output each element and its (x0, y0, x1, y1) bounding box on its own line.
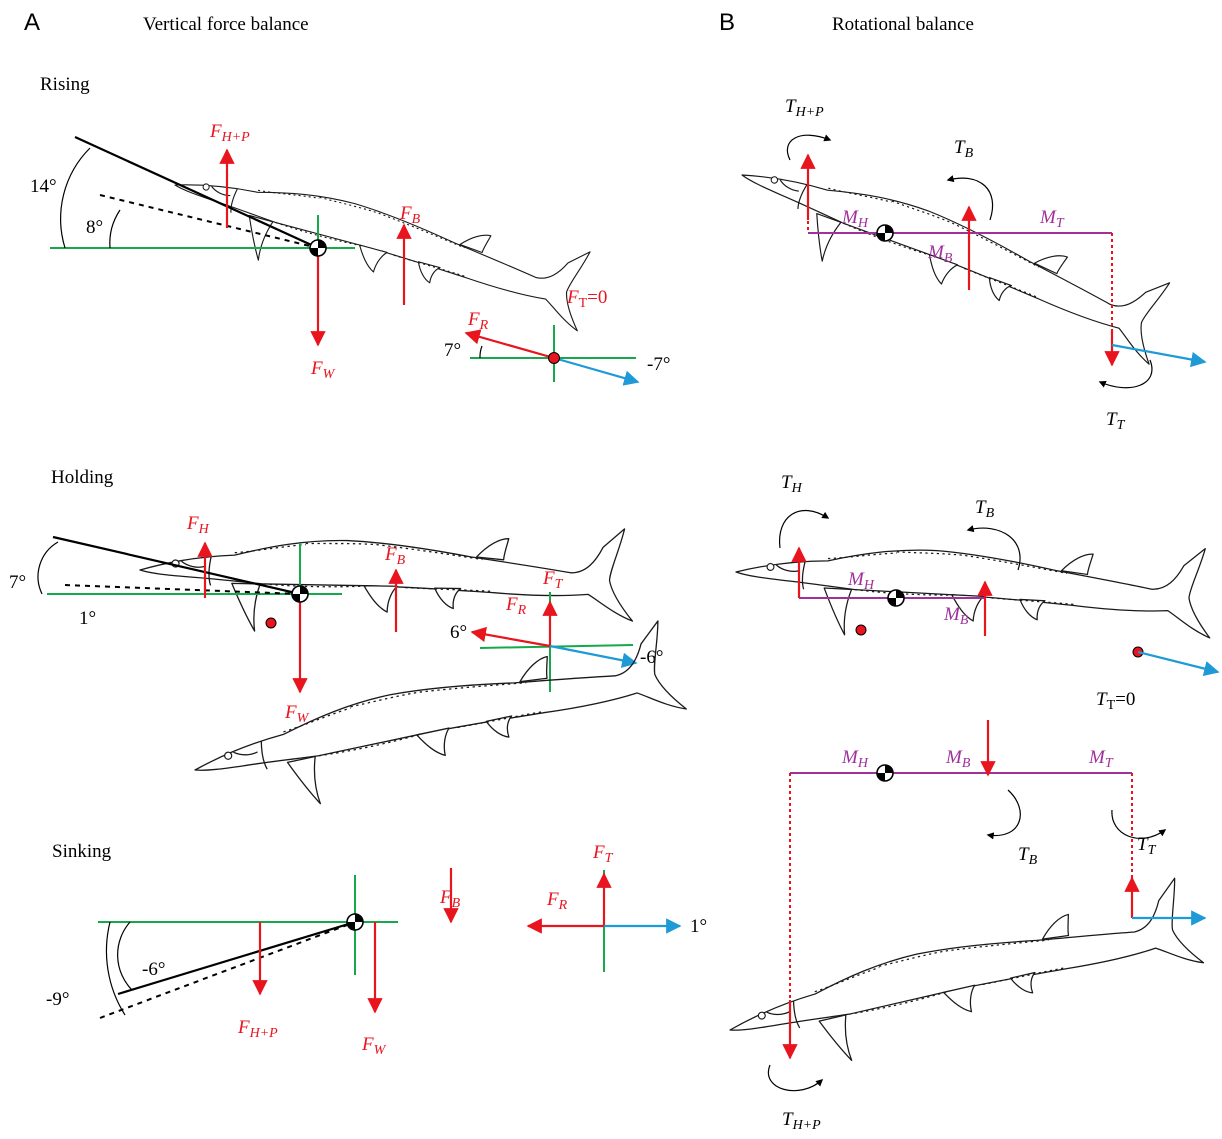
sinking-force-diagram: -6° -9° FH+P FW FB FT FR 1° (46, 618, 707, 1058)
force-arrow-fr (464, 329, 555, 360)
label-mh: MH (841, 207, 869, 231)
center-of-mass-rising-b (876, 224, 894, 242)
row-label-sinking: Sinking (52, 841, 112, 862)
label-ft-zero: FT=0 (566, 287, 607, 311)
angle-arc-8 (109, 209, 121, 249)
sturgeon-sinking-b (718, 875, 1208, 1087)
label-fr: FR (467, 309, 489, 333)
label-fw: FW (284, 702, 310, 726)
label-fw: FW (310, 358, 336, 382)
torque-curl-t (1111, 809, 1167, 839)
label-tt: TT (1137, 834, 1157, 858)
center-of-mass-holding-a (291, 585, 309, 603)
torque-curl-b (946, 175, 994, 221)
label-mt: MT (1039, 207, 1065, 231)
angle-label-14: 14° (30, 176, 57, 197)
angle-arc-minus9 (105, 921, 126, 1016)
angle-label-minus9: -9° (46, 989, 69, 1010)
angle-label-minus7: -7° (647, 354, 670, 375)
label-thp: TH+P (782, 1109, 821, 1133)
head-axis-line (99, 921, 356, 1019)
angle-arc-minus6 (117, 921, 133, 991)
angle-arc-7-holding (37, 541, 59, 595)
label-mh: MH (841, 747, 869, 771)
torque-curl-hp (767, 1064, 824, 1092)
center-of-mass-sinking-b (876, 764, 894, 782)
thrust-direction-arrow (553, 356, 640, 386)
angle-label-minus6: -6° (142, 959, 165, 980)
sinking-torque-diagram: MH MB MT TB TT TH+P (718, 720, 1208, 1133)
angle-arc-14 (60, 147, 91, 249)
thrust-origin-dot (548, 352, 560, 364)
angle-label-6: 6° (450, 622, 467, 643)
angle-label-8: 8° (86, 217, 103, 238)
rising-torque-diagram: TH+P TB MH MT MB TT (723, 96, 1207, 433)
label-tt-zero: TT=0 (1096, 689, 1135, 713)
row-label-rising: Rising (40, 74, 90, 95)
label-tb: TB (1018, 844, 1038, 868)
label-fhp: FH+P (237, 1017, 278, 1041)
torque-curl-b (986, 789, 1021, 840)
body-axis-line (117, 920, 356, 996)
body-axis-line (74, 135, 319, 250)
panel-a-letter: A (24, 9, 40, 36)
label-mh: MH (847, 569, 875, 593)
body-axis-line (52, 535, 301, 596)
label-tb: TB (975, 497, 995, 521)
angle-label-7-rising: 7° (444, 340, 461, 361)
torque-curl-h (779, 509, 830, 549)
label-fr: FR (546, 889, 568, 913)
holding-force-diagram: 7° 1° FH FW FB FT FR 6° -6° (9, 513, 663, 726)
angle-label-1: 1° (690, 916, 707, 937)
panel-a-title: Vertical force balance (143, 14, 309, 35)
thrust-direction-arrow (549, 644, 638, 668)
label-mb: MB (927, 242, 953, 266)
sturgeon-sinking-a (184, 618, 691, 829)
angle-label-7-holding: 7° (9, 572, 26, 593)
thrust-direction-arrow (1137, 650, 1220, 677)
label-fb: FB (384, 544, 406, 568)
holding-torque-diagram: TH TB MH MB TT=0 (732, 472, 1220, 713)
angle-arc-7-rising (479, 345, 483, 359)
angle-label-minus6: -6° (640, 647, 663, 668)
label-ft: FT (592, 842, 614, 866)
panel-b-title: Rotational balance (832, 14, 974, 35)
torque-curl-t (1098, 359, 1153, 389)
label-fh: FH (186, 513, 210, 537)
torque-curl-hp (786, 134, 832, 161)
label-mb: MB (945, 747, 971, 771)
row-label-holding: Holding (51, 467, 114, 488)
label-fr: FR (505, 594, 527, 618)
head-axis-line (99, 194, 319, 249)
label-tb: TB (954, 137, 974, 161)
force-arrow-fr (470, 626, 551, 648)
rising-force-diagram: 14° 8° FH+P FW FB FR FT=0 7° -7° (30, 121, 670, 386)
panel-b-letter: B (719, 9, 735, 36)
label-mt: MT (1088, 747, 1114, 771)
angle-label-1: 1° (79, 608, 96, 629)
label-th: TH (781, 472, 803, 496)
center-of-mass-holding-b (887, 589, 905, 607)
label-tt: TT (1106, 409, 1126, 433)
sturgeon-holding-b (732, 523, 1215, 655)
pectoral-fin-dot (265, 617, 277, 629)
center-of-mass-rising-a (309, 239, 327, 257)
label-fhp: FH+P (209, 121, 250, 145)
label-fb: FB (399, 203, 421, 227)
pectoral-fin-dot (855, 624, 867, 636)
thrust-direction-arrow (1111, 343, 1207, 368)
label-fw: FW (361, 1034, 387, 1058)
label-thp: TH+P (785, 96, 824, 120)
label-mb: MB (943, 604, 969, 628)
torque-curl-b (966, 525, 1021, 571)
label-fb: FB (439, 887, 461, 911)
center-of-mass-sinking-a (346, 913, 364, 931)
label-ft: FT (542, 568, 564, 592)
